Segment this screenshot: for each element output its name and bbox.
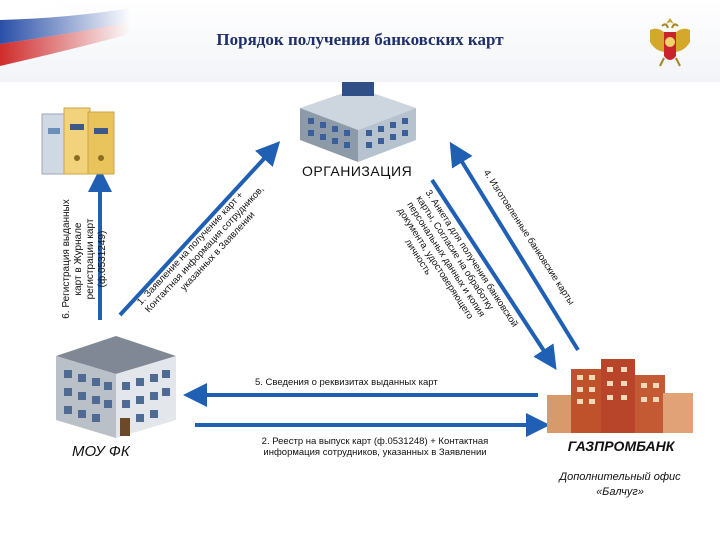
arrow-step1 xyxy=(118,141,281,317)
step6-line2: карт в Журнале xyxy=(73,222,84,296)
treasury-building-icon xyxy=(50,330,182,447)
step2-label: 2. Реестр на выпуск карт (ф.0531248) + К… xyxy=(230,436,520,458)
step2-line1: 2. Реестр на выпуск карт (ф.0531248) + К… xyxy=(261,436,489,447)
double-headed-eagle-emblem-icon xyxy=(640,12,700,72)
bank-office-label: Дополнительный офис «Балчуг» xyxy=(535,470,705,500)
bank-buildings-icon xyxy=(545,355,695,440)
step5-label: 5. Сведения о реквизитах выданных карт xyxy=(255,377,438,388)
step6-line4: (ф.0531249) xyxy=(97,230,108,288)
step2-line2: информация сотрудников, указанных в Заяв… xyxy=(263,447,487,458)
organization-label: ОРГАНИЗАЦИЯ xyxy=(302,163,413,179)
bank-office-line1: Дополнительный офис xyxy=(559,471,681,483)
russian-flag-decoration xyxy=(0,0,130,82)
arrow-step4 xyxy=(449,141,580,352)
binder-folders-icon xyxy=(40,100,122,183)
step6-label: 6. Регистрация выданных карт в Журнале р… xyxy=(61,184,109,334)
bank-label: ГАЗПРОМБАНК xyxy=(567,438,675,454)
office-building-icon xyxy=(290,78,426,169)
mou-label: МОУ ФК xyxy=(72,443,130,460)
step6-line1: 6. Регистрация выданных xyxy=(61,199,72,319)
step6-line3: регистрации карт xyxy=(85,218,96,300)
page-title: Порядок получения банковских карт xyxy=(216,30,504,49)
arrow-step3 xyxy=(430,178,557,371)
bank-office-line2: «Балчуг» xyxy=(596,486,644,498)
